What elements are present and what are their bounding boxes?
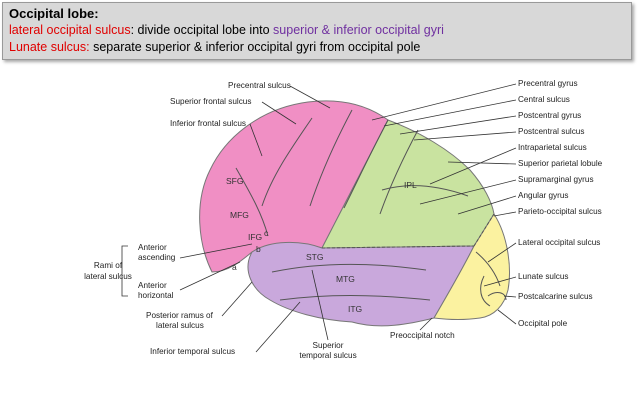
postcalcarine-sulcus-leader	[503, 295, 517, 298]
rami-bracket	[121, 245, 128, 297]
ipl-label: IPL	[404, 180, 417, 190]
rami-label-line2: lateral sulcus	[84, 272, 132, 281]
superior-frontal-sulcus-line	[261, 117, 313, 207]
lunate-sulcus-line: Lunate sulcus: separate superior & infer…	[9, 39, 625, 56]
intraparietal-sulcus-leader	[429, 147, 517, 185]
occipital-pole-leader	[497, 309, 517, 325]
superior-frontal-sulcus-leader	[261, 101, 297, 125]
postcentral-gyrus-label: Postcentral gyrus	[518, 111, 581, 120]
anterior-ascending-label-line2: ascending	[138, 253, 176, 262]
posterior-ramus-label-line1: Posterior ramus of	[146, 311, 214, 320]
postcentral-sulcus-leader	[413, 131, 517, 141]
anterior-horizontal-label-line1: Anterior	[138, 281, 167, 290]
lateral-occipital-sulcus-desc: : divide occipital lobe into	[130, 23, 274, 37]
intraparietal-sulcus-line	[381, 185, 469, 197]
central-sulcus-label: Central sulcus	[518, 95, 570, 104]
inferior-temporal-sulcus-leader	[255, 301, 301, 353]
inferior-temporal-sulcus-label: Inferior temporal sulcus	[150, 347, 235, 356]
stg-label: STG	[306, 252, 323, 262]
central-sulcus-leader	[383, 99, 517, 127]
lunate-sulcus-label: Lunate sulcus	[518, 272, 569, 281]
occipital-gyri-highlight: superior & inferior occipital gyri	[273, 23, 444, 37]
anterior-ascending-leader	[179, 243, 253, 259]
central-sulcus-line	[343, 119, 389, 209]
anterior-horizontal-label-line2: horizontal	[138, 291, 174, 300]
lateral-occipital-sulcus-label: Lateral occipital sulcus	[518, 238, 600, 247]
c-label: c	[264, 228, 269, 238]
superior-parietal-lobule-label: Superior parietal lobule	[518, 159, 603, 168]
lunate-sulcus-line	[480, 275, 491, 307]
mfg-label: MFG	[230, 210, 249, 220]
precentral-sulcus-label: Precentral sulcus	[228, 81, 291, 90]
lateral-occipital-sulcus-line	[475, 251, 501, 287]
slide-title: Occipital lobe:	[9, 6, 99, 21]
slide-header: Occipital lobe: lateral occipital sulcus…	[2, 2, 632, 60]
supramarginal-gyrus-label: Supramarginal gyrus	[518, 175, 594, 184]
superior-temporal-sulcus-label-line1: Superior	[313, 341, 344, 350]
preoccipital-notch-leader	[419, 317, 433, 331]
postcentral-sulcus-line	[379, 129, 419, 215]
lateral-occipital-sulcus-term: lateral occipital sulcus	[9, 23, 131, 37]
angular-gyrus-leader	[457, 195, 517, 215]
inferior-frontal-sulcus-label: Inferior frontal sulcus	[170, 119, 246, 128]
parietal-lobe-region	[321, 119, 495, 249]
postcentral-sulcus-label: Postcentral sulcus	[518, 127, 584, 136]
parieto-occipital-line	[473, 213, 495, 247]
inferior-temporal-sulcus-line	[279, 295, 431, 301]
superior-temporal-sulcus-leader	[311, 269, 329, 341]
lateral-occipital-sulcus-line: lateral occipital sulcus: divide occipit…	[9, 22, 625, 39]
occipital-pole-label: Occipital pole	[518, 319, 568, 328]
superior-parietal-lobule-leader	[447, 161, 517, 165]
lunate-sulcus-desc: separate superior & inferior occipital g…	[89, 40, 421, 54]
inferior-frontal-sulcus-leader	[249, 123, 263, 157]
posterior-ramus-leader	[221, 281, 253, 317]
b-label: b	[256, 244, 261, 254]
mtg-label: MTG	[336, 274, 355, 284]
occipital-lobe-region	[433, 213, 510, 320]
sfg-label: SFG	[226, 176, 243, 186]
superior-temporal-sulcus-line	[271, 263, 427, 273]
anterior-ascending-label-line1: Anterior	[138, 243, 167, 252]
lunate-sulcus-leader	[483, 276, 517, 287]
a-label: a	[232, 262, 237, 272]
posterior-ramus-label-line2: lateral sulcus	[156, 321, 204, 330]
anterior-horizontal-leader	[179, 261, 241, 291]
superior-temporal-sulcus-label-line2: temporal sulcus	[299, 351, 356, 360]
precentral-gyrus-leader	[371, 83, 517, 121]
lunate-sulcus-term: Lunate sulcus:	[9, 40, 90, 54]
intraparietal-sulcus-label: Intraparietal sulcus	[518, 143, 587, 152]
inferior-frontal-sulcus-line	[235, 167, 269, 237]
supramarginal-gyrus-leader	[419, 179, 517, 205]
postcentral-gyrus-leader	[399, 115, 517, 135]
precentral-sulcus-leader	[289, 85, 331, 109]
preoccipital-line	[321, 245, 475, 249]
parieto-occipital-sulcus-leader	[493, 211, 517, 217]
itg-label: ITG	[348, 304, 362, 314]
superior-frontal-sulcus-label: Superior frontal sulcus	[170, 97, 251, 106]
ifg-label: IFG	[248, 232, 262, 242]
postcalcarine-sulcus-line	[487, 292, 507, 301]
preoccipital-notch-label: Preoccipital notch	[390, 331, 455, 340]
parieto-occipital-sulcus-label: Parieto-occipital sulcus	[518, 207, 602, 216]
temporal-lobe-region	[247, 241, 475, 327]
lateral-occipital-sulcus-leader	[487, 242, 517, 263]
angular-gyrus-label: Angular gyrus	[518, 191, 569, 200]
precentral-sulcus-line	[309, 109, 353, 207]
precentral-gyrus-label: Precentral gyrus	[518, 79, 578, 88]
rami-label-line1: Rami of	[94, 261, 123, 270]
postcalcarine-sulcus-label: Postcalcarine sulcus	[518, 292, 593, 301]
